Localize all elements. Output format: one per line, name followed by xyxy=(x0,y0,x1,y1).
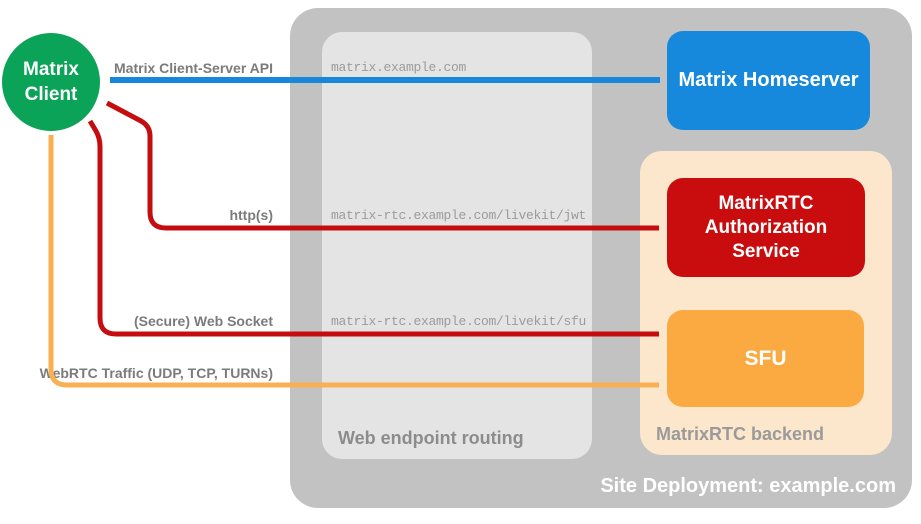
http-arrow-label: http(s) xyxy=(229,207,273,223)
matrix-homeserver-node: Matrix Homeserver xyxy=(667,31,870,130)
sfu-node: SFU xyxy=(667,310,864,407)
site-deployment-title: Site Deployment: example.com xyxy=(600,475,896,497)
web-endpoint-routing-label: Web endpoint routing xyxy=(338,428,524,448)
endpoint-url-homeserver: matrix.example.com xyxy=(331,60,467,75)
web-endpoint-routing-panel: Web endpoint routing xyxy=(322,32,592,459)
matrix-client-node: Matrix Client xyxy=(2,33,100,131)
matrixrtc-authorization-service-node: MatrixRTC Authorization Service xyxy=(667,178,865,277)
matrixrtc-backend-label: MatrixRTC backend xyxy=(656,424,825,444)
endpoint-url-livekit-sfu: matrix-rtc.example.com/livekit/sfu xyxy=(331,314,587,329)
webrtc-arrow-label: WebRTC Traffic (UDP, TCP, TURNs) xyxy=(39,365,273,381)
websocket-arrow-label: (Secure) Web Socket xyxy=(133,313,273,329)
endpoint-url-livekit-jwt: matrix-rtc.example.com/livekit/jwt xyxy=(331,208,587,223)
client-server-api-arrow-label: Matrix Client-Server API xyxy=(114,60,273,76)
